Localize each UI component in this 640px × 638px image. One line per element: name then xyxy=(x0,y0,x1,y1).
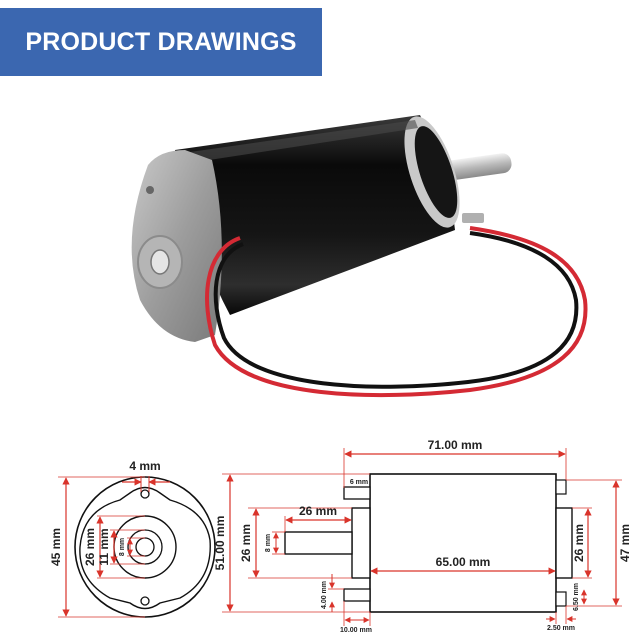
side-shaft xyxy=(284,531,353,555)
bottom-screw xyxy=(343,588,371,602)
label-outer-diameter: 45 mm xyxy=(49,528,63,566)
label-top-hole: 4 mm xyxy=(129,459,160,473)
label-body-diameter: 51.00 mm xyxy=(213,516,227,571)
front-view-drawing: 4 mm 45 mm 26 mm 11 mm 8 mm xyxy=(49,459,216,618)
rear-boss xyxy=(555,507,573,579)
banner-title: PRODUCT DRAWINGS xyxy=(25,27,297,56)
top-screw xyxy=(343,486,371,500)
red-wire xyxy=(205,226,588,398)
label-total-length: 71.00 mm xyxy=(428,438,483,452)
label-body-length: 65.00 mm xyxy=(436,555,491,569)
label-screw-len: 4.00 mm xyxy=(321,581,328,609)
mount-screw xyxy=(462,213,484,223)
label-inner-diameter: 11 mm xyxy=(97,528,111,565)
label-rear-cap: 2.50 mm xyxy=(547,625,575,632)
motor-photo xyxy=(131,115,588,398)
label-screw-offset: 10.00 mm xyxy=(340,627,372,634)
black-wire xyxy=(213,231,579,389)
label-rear-height: 47 mm xyxy=(618,524,632,562)
bottom-mount-hole xyxy=(140,596,150,606)
label-screw-top: 6 mm xyxy=(350,479,368,486)
label-shaft-length: 26 mm xyxy=(299,504,337,518)
shaft-circle xyxy=(135,537,155,557)
label-shaft-diameter: 8 mm xyxy=(119,538,126,556)
label-boss-left: 26 mm xyxy=(239,524,253,562)
motor-shaft xyxy=(439,153,512,181)
motor-body xyxy=(175,115,455,315)
side-view-drawing: 71.00 mm 51.00 mm 26 mm 8 mm 26 mm 6 mm … xyxy=(213,438,632,634)
side-body-outline xyxy=(369,473,557,613)
label-rear-depth: 6.50 mm xyxy=(573,583,580,611)
title-banner: PRODUCT DRAWINGS xyxy=(0,8,322,76)
label-shaft-dia: 8 mm xyxy=(265,534,272,552)
top-mount-hole xyxy=(140,489,150,499)
label-boss-diameter: 26 mm xyxy=(83,528,97,566)
label-rear-boss: 26 mm xyxy=(572,524,586,562)
